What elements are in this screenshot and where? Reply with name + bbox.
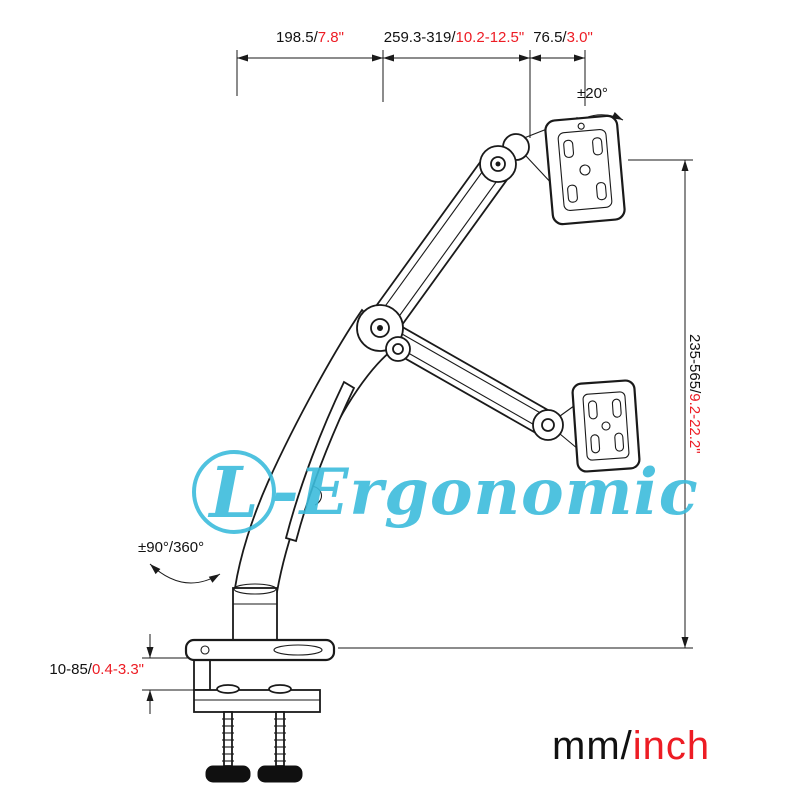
- dim-mm-value: 76.5: [533, 29, 563, 46]
- units-inch: inch: [632, 724, 711, 768]
- dimension-label-head-offset: 76.5/3.0": [522, 29, 604, 47]
- dim-inch-value: 7.8": [317, 29, 344, 46]
- dimension-lines: [142, 50, 693, 714]
- dim-mm-value: 198.5: [276, 29, 314, 46]
- dim-inch-value: 10.2-12.5": [455, 29, 525, 46]
- dim-inch-value: 0.4-3.3": [91, 661, 144, 678]
- units-mm: mm: [552, 724, 621, 768]
- wrist-joint: [532, 402, 579, 450]
- dimension-label-height-range: 235-565/9.2-22.2": [686, 334, 703, 454]
- forearm-link: [384, 323, 556, 438]
- dim-mm-value: 259.3-319: [383, 29, 452, 46]
- dim-separator: /: [562, 29, 567, 46]
- screw-knob-left: [205, 765, 251, 783]
- units-legend: mm/inch: [552, 724, 710, 768]
- units-separator: /: [620, 724, 633, 768]
- screw-knob-right: [257, 765, 303, 783]
- dim-separator: /: [313, 29, 318, 46]
- dim-separator: /: [87, 661, 92, 678]
- clamp-screw-right: [257, 711, 303, 783]
- top-vesa-plate: [544, 114, 626, 226]
- tilt-angle-label: ±20°: [577, 85, 608, 102]
- dimension-label-clamp-range: 10-85/0.4-3.3": [40, 661, 144, 679]
- dim-mm-value: 10-85: [49, 661, 88, 678]
- swivel-arc: [149, 563, 221, 584]
- dim-separator: /: [451, 29, 456, 46]
- shoulder-joint: [479, 126, 555, 187]
- cable-clip: [311, 485, 322, 506]
- elbow-joint: [356, 304, 411, 362]
- dimension-label-arm-reach: 198.5/7.8": [237, 29, 383, 47]
- clamp-screw-left: [205, 711, 251, 783]
- desk-clamp: [184, 638, 336, 783]
- lower-vesa-plate: [571, 379, 641, 473]
- dim-inch-value: 3.0": [566, 29, 593, 46]
- dim-inch-value: 9.2-22.2": [686, 393, 703, 454]
- dim-mm-value: 235-565: [686, 334, 703, 390]
- swivel-angle-label: ±90°/360°: [138, 539, 205, 556]
- gas-spring-arm: [233, 308, 400, 593]
- dimension-label-extension-range: 259.3-319/10.2-12.5": [370, 29, 538, 47]
- base-post: [232, 583, 278, 643]
